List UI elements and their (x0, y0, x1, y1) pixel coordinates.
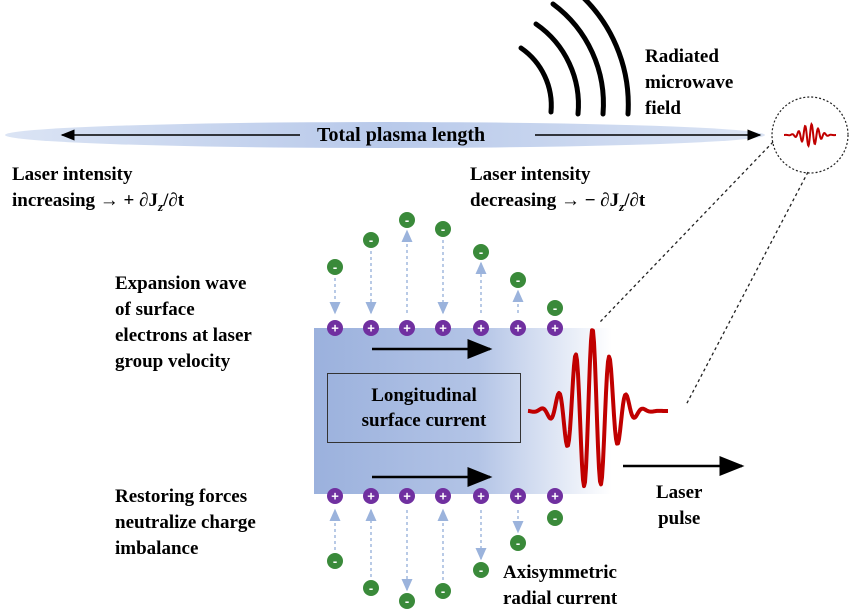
charge-layer: + + + + + + + + + + + + + + - - - - - - - - - - - - - - (327, 212, 563, 609)
laser-decreasing-line-1: Laser intensity (470, 164, 591, 185)
restoring-line-3: imbalance (115, 538, 199, 559)
svg-text:+: + (477, 489, 485, 504)
svg-text:-: - (405, 213, 409, 228)
increasing-sub: z (158, 198, 164, 214)
negative-charge-top-6: - (547, 300, 563, 316)
svg-text:-: - (553, 511, 557, 526)
longitudinal-line-1: Longitudinal (371, 385, 477, 406)
laser-pulse-label: Laser pulse (656, 480, 702, 532)
small-wave (784, 122, 836, 148)
svg-text:+: + (514, 321, 522, 336)
positive-charge-bottom-1: + (363, 488, 379, 504)
positive-charge-top-5: + (510, 320, 526, 336)
svg-text:+: + (514, 489, 522, 504)
positive-charge-top-6: + (547, 320, 563, 336)
positive-charge-bottom-3: + (435, 488, 451, 504)
svg-text:+: + (367, 489, 375, 504)
longitudinal-line-2: surface current (361, 410, 487, 431)
svg-text:+: + (477, 321, 485, 336)
negative-charge-top-1: - (363, 232, 379, 248)
svg-text:+: + (331, 489, 339, 504)
plasma-ellipse (5, 122, 765, 148)
negative-charge-top-4: - (473, 244, 489, 260)
svg-text:+: + (551, 489, 559, 504)
laser-increasing-label: Laser intensity increasing → + ∂Jz/∂t (12, 162, 184, 220)
svg-text:-: - (441, 584, 445, 599)
svg-text:+: + (403, 321, 411, 336)
negative-charge-bottom-0: - (327, 553, 343, 569)
positive-charge-bottom-0: + (327, 488, 343, 504)
laser-increasing-line-2: increasing → + ∂Jz/∂t (12, 188, 184, 220)
decreasing-sub: z (619, 198, 625, 214)
positive-charge-bottom-2: + (399, 488, 415, 504)
restoring-label: Restoring forces neutralize charge imbal… (115, 484, 256, 562)
svg-text:-: - (333, 554, 337, 569)
svg-text:+: + (439, 321, 447, 336)
positive-charge-top-0: + (327, 320, 343, 336)
laser-pulse-wave (527, 328, 669, 489)
plasma-length-label: Total plasma length (317, 124, 486, 146)
expansion-label: Expansion wave of surface electrons at l… (115, 271, 252, 375)
axisymmetric-line-2: radial current (503, 588, 618, 609)
svg-text:+: + (331, 321, 339, 336)
svg-text:+: + (551, 321, 559, 336)
radiated-line-3: field (645, 98, 681, 119)
positive-charge-top-3: + (435, 320, 451, 336)
negative-charge-bottom-6: - (547, 510, 563, 526)
svg-text:-: - (441, 222, 445, 237)
positive-charge-top-1: + (363, 320, 379, 336)
negative-charge-bottom-2: - (399, 593, 415, 609)
svg-text:-: - (333, 260, 337, 275)
svg-text:-: - (405, 594, 409, 609)
zoom-line-lower (685, 171, 809, 406)
positive-charge-top-4: + (473, 320, 489, 336)
negative-charge-bottom-5: - (510, 535, 526, 551)
radiated-line-1: Radiated (645, 46, 719, 67)
svg-text:-: - (369, 233, 373, 248)
expansion-line-2: of surface (115, 299, 195, 320)
svg-text:+: + (439, 489, 447, 504)
negative-charge-top-0: - (327, 259, 343, 275)
increasing-eq: increasing → + ∂J (12, 190, 159, 211)
laser-increasing-line-1: Laser intensity (12, 164, 133, 185)
radiated-wave-arcs (518, 0, 631, 117)
negative-charge-top-3: - (435, 221, 451, 237)
positive-charge-top-2: + (399, 320, 415, 336)
negative-charge-top-5: - (510, 272, 526, 288)
negative-charge-bottom-4: - (473, 562, 489, 578)
restoring-line-1: Restoring forces (115, 486, 248, 507)
positive-charge-bottom-5: + (510, 488, 526, 504)
svg-text:-: - (369, 581, 373, 596)
negative-charge-bottom-3: - (435, 583, 451, 599)
decreasing-dt: /∂t (624, 190, 646, 211)
laser-pulse-line-1: Laser (656, 482, 703, 503)
positive-charge-bottom-6: + (547, 488, 563, 504)
expansion-line-1: Expansion wave (115, 273, 247, 294)
positive-charge-bottom-4: + (473, 488, 489, 504)
radiated-line-2: microwave (645, 72, 734, 93)
axisymmetric-label: Axisymmetric radial current (503, 560, 617, 612)
increasing-dt: /∂t (163, 190, 185, 211)
expansion-line-3: electrons at laser (115, 325, 252, 346)
svg-text:-: - (479, 245, 483, 260)
svg-text:+: + (367, 321, 375, 336)
negative-charge-top-2: - (399, 212, 415, 228)
negative-charge-bottom-1: - (363, 580, 379, 596)
expansion-line-4: group velocity (115, 351, 231, 372)
svg-text:+: + (403, 489, 411, 504)
svg-text:-: - (479, 563, 483, 578)
axisymmetric-line-1: Axisymmetric (503, 562, 617, 583)
laser-decreasing-label: Laser intensity decreasing → − ∂Jz/∂t (470, 162, 645, 220)
laser-pulse-line-2: pulse (658, 508, 701, 529)
decreasing-eq: decreasing → − ∂J (470, 190, 620, 211)
radiated-label: Radiated microwave field (645, 44, 733, 122)
restoring-line-2: neutralize charge (115, 512, 256, 533)
svg-text:-: - (516, 536, 520, 551)
svg-text:-: - (553, 301, 557, 316)
longitudinal-box: Longitudinal surface current (327, 373, 521, 443)
svg-text:-: - (516, 273, 520, 288)
laser-decreasing-line-2: decreasing → − ∂Jz/∂t (470, 188, 645, 220)
